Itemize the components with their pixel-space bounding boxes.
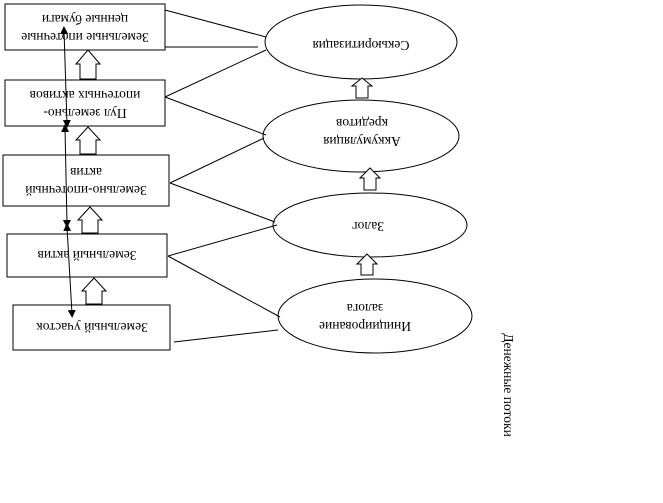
- up-arrow-icon: [74, 126, 102, 155]
- box-land-asset-label: Земельный актив: [38, 248, 137, 263]
- up-arrow-icon: [350, 77, 374, 99]
- box-pool-line1: Пул земельно-: [43, 106, 127, 121]
- ellipse-flow-arrows: [350, 77, 382, 276]
- up-arrow-icon: [358, 167, 382, 191]
- ellipse-accumulation: [262, 99, 460, 173]
- ellipse-accumulation-line1: Аккумуляция: [323, 134, 401, 149]
- box-pool: [4, 79, 166, 127]
- ellipse-initiation-line1: Инициирование: [319, 319, 411, 334]
- money-flows-label: Денежные потоки: [501, 333, 516, 437]
- box-securities-line2: ценные бумаги: [42, 12, 128, 27]
- ellipse-securitization-label: Секьюритизация: [312, 38, 409, 53]
- connector-lines: [164, 9, 281, 343]
- box-plot: [12, 304, 171, 351]
- money-flow-arrows: [60, 26, 76, 318]
- ellipse-accumulation-line2: кредитов: [336, 116, 388, 131]
- box-asset-line1: Земельно-ипотечный: [25, 183, 147, 198]
- box-asset-line2: актив: [70, 165, 102, 180]
- ellipse-initiation-line2: залога: [347, 301, 383, 316]
- up-arrow-icon: [355, 253, 379, 276]
- box-securities-line1: Земельные ипотечные: [21, 30, 149, 45]
- box-asset: [2, 154, 170, 207]
- ellipse-pledge-label: Залог: [352, 219, 384, 234]
- up-arrow-icon: [74, 49, 102, 80]
- box-securities: [4, 3, 166, 51]
- box-plot-label: Земельный участок: [36, 320, 148, 335]
- box-flow-arrows: [74, 49, 108, 305]
- up-arrow-icon: [76, 206, 104, 234]
- box-land-asset: [6, 233, 168, 278]
- up-arrow-icon: [80, 277, 108, 305]
- box-pool-line2: ипотечных активов: [30, 88, 141, 103]
